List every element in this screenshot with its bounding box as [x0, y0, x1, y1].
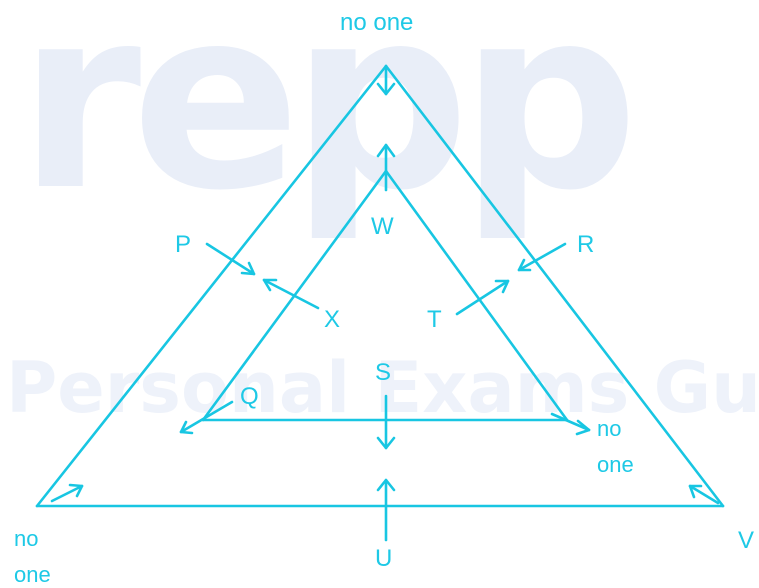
outer-triangle [35, 64, 725, 508]
arrow-bottom-left [50, 483, 84, 503]
label-u: U [375, 545, 392, 572]
label-bottom-left-no: no [14, 526, 38, 551]
label-x: X [324, 306, 340, 333]
arrows [50, 64, 720, 542]
arrow-p-to-x [205, 242, 256, 276]
arrow-t-to-r [455, 279, 510, 316]
label-inner-right-one: one [597, 452, 634, 477]
outer-left-edge [35, 64, 388, 508]
label-p: P [175, 231, 191, 258]
arrow-q [179, 400, 234, 435]
label-q: Q [240, 383, 259, 410]
watermark-main: repp [18, 0, 629, 245]
inner-right-edge [384, 169, 569, 422]
label-inner-right-no: no [597, 416, 621, 441]
label-s: S [375, 359, 391, 386]
arrow-r-to-t [517, 242, 567, 272]
arrow-inner-right [550, 412, 591, 436]
label-v: V [738, 527, 754, 554]
arrow-x-to-p [262, 278, 320, 310]
label-bottom-left-one: one [14, 562, 51, 587]
labels: no one P R W X T Q S U V no one no one [14, 9, 754, 587]
label-t: T [427, 306, 442, 333]
label-w: W [371, 213, 394, 240]
label-r: R [577, 231, 594, 258]
arrow-w-up [376, 143, 396, 192]
arrow-top-down [376, 64, 396, 96]
arrow-u-up [376, 478, 396, 542]
arrow-s-down [376, 394, 396, 450]
outer-right-edge [384, 64, 725, 508]
label-top-no-one: no one [340, 9, 413, 36]
arrow-v [688, 484, 720, 505]
